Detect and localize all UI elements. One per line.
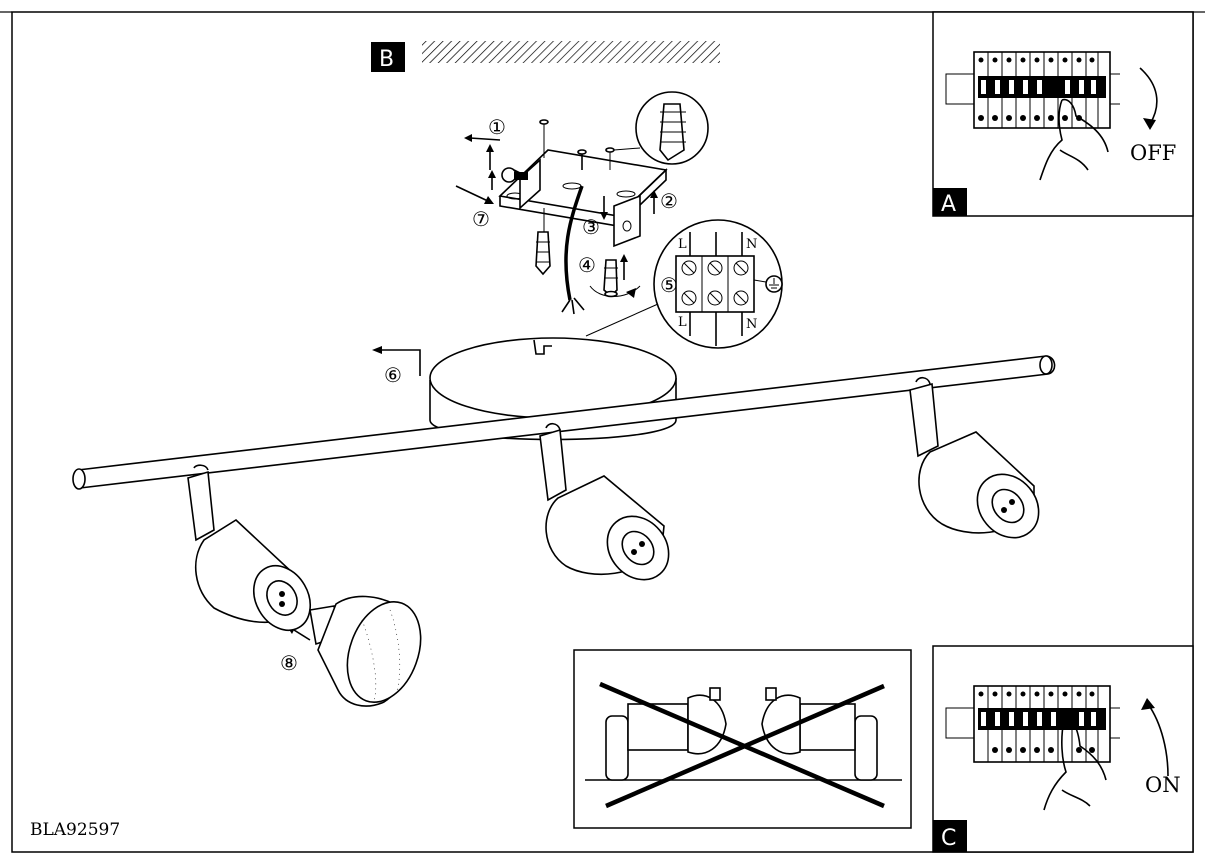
- gu10-bulb: [309, 595, 422, 707]
- step-arrows: [288, 134, 658, 641]
- step-7: ⑦: [472, 207, 490, 231]
- wrong-orientation-panel: [573, 649, 912, 829]
- wall-plug-detail: [613, 91, 709, 165]
- panel-b-letter-box: [371, 42, 405, 72]
- spotlight-left: [187, 464, 312, 631]
- hand-on: [1043, 718, 1107, 811]
- step-1: ①: [488, 115, 506, 139]
- step-2: ②: [660, 189, 678, 213]
- step-5: ⑤: [660, 273, 678, 297]
- dowel-left: [535, 208, 551, 276]
- off-arrow: [1139, 67, 1158, 125]
- light-bar: [72, 355, 1056, 490]
- panel-c-letter-box: [933, 820, 967, 852]
- page-frame: [11, 11, 1194, 853]
- document-code: BLA92597: [30, 820, 120, 840]
- terminal-top-l: L: [678, 237, 687, 252]
- panel-c: C: [932, 645, 1194, 853]
- panel-a-letter: A: [941, 192, 956, 217]
- panel-c-letter: C: [941, 826, 956, 851]
- step-3: ③: [582, 215, 600, 239]
- spotlight-middle: [539, 422, 670, 581]
- prohibition-cross-b: [605, 683, 885, 809]
- step-8: ⑧: [280, 651, 298, 675]
- on-caption: ON: [1145, 773, 1181, 797]
- terminal-bottom-n: N: [746, 317, 757, 332]
- ceiling-hatch: [422, 41, 720, 63]
- panel-b-letter: B: [379, 47, 394, 72]
- step-6: ⑥: [384, 363, 402, 387]
- terminal-block-detail: L N L N: [585, 219, 783, 349]
- terminal-top-n: N: [746, 237, 757, 252]
- off-caption: OFF: [1130, 141, 1176, 165]
- dowel-right: [589, 259, 641, 298]
- step-4: ④: [578, 253, 596, 277]
- on-arrow: [1147, 703, 1169, 777]
- spotlight-right: [909, 376, 1040, 539]
- panel-a: A: [932, 11, 1194, 217]
- terminal-bottom-l: L: [678, 315, 687, 330]
- panel-a-letter-box: [933, 188, 967, 216]
- breaker-block-off: [945, 51, 1120, 129]
- supply-cable: [564, 185, 584, 301]
- mounting-bracket: [498, 119, 668, 248]
- hand-off: [1039, 98, 1109, 181]
